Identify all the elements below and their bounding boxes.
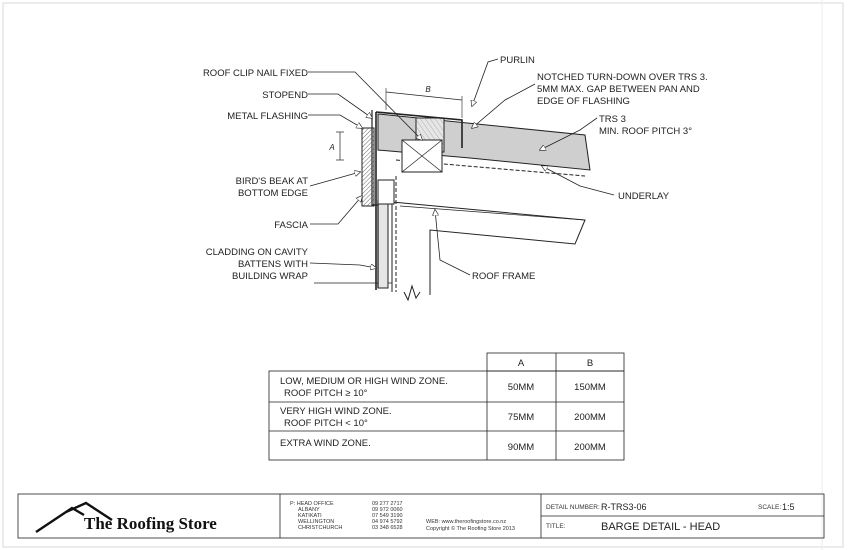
web-address: WEB: www.theroofingstore.co.nz <box>426 519 506 525</box>
scale-value: 1:5 <box>782 502 795 512</box>
table-header-b: B <box>587 358 593 369</box>
table-header-a: A <box>518 358 525 369</box>
table-row-1-line1: LOW, MEDIUM OR HIGH WIND ZONE. <box>280 376 448 387</box>
scale-label: SCALE: <box>758 504 781 511</box>
brand-name: The Roofing Store <box>84 514 217 533</box>
table-row-3-a: 90MM <box>508 442 534 453</box>
label-cladding-3: BUILDING WRAP <box>232 271 308 282</box>
birds-beak <box>377 179 395 205</box>
roof-frame <box>391 201 586 295</box>
label-birds-beak-2: BOTTOM EDGE <box>238 188 308 199</box>
office-2: KATIKATI <box>298 513 322 519</box>
table-row-2-line1: VERY HIGH WIND ZONE. <box>280 406 392 417</box>
copyright: Copyright © The Roofing Store 2013 <box>426 525 515 532</box>
roof-logo-icon <box>35 501 113 533</box>
label-purlin: PURLIN <box>500 55 535 66</box>
office-4: CHRISTCHURCH <box>298 525 342 531</box>
table-row-1-b: 150MM <box>574 382 606 393</box>
label-trs-1: TRS 3 <box>599 114 626 125</box>
table-row-2-b: 200MM <box>574 412 606 423</box>
label-stopend: STOPEND <box>262 90 308 101</box>
label-notched-3: EDGE OF FLASHING <box>537 96 630 107</box>
wind-zone-table: A B LOW, MEDIUM OR HIGH WIND ZONE. ROOF … <box>268 352 625 461</box>
table-row-3-line1: EXTRA WIND ZONE. <box>280 438 371 449</box>
cladding <box>377 199 389 289</box>
table-row-3-b: 200MM <box>574 442 606 453</box>
fascia <box>361 127 375 207</box>
label-cladding-1: CLADDING ON CAVITY <box>206 247 309 258</box>
label-notched-2: 5MM MAX. GAP BETWEEN PAN AND <box>537 84 700 95</box>
title-value: BARGE DETAIL - HEAD <box>601 521 720 533</box>
dim-b-line <box>385 91 463 101</box>
office-3: WELLINGTON <box>298 519 334 525</box>
phone-1: 09 972 0060 <box>372 507 403 513</box>
table-row-1-a: 50MM <box>508 382 534 393</box>
frame-break <box>403 284 421 302</box>
label-trs-2: MIN. ROOF PITCH 3° <box>599 126 692 137</box>
office-0: P: HEAD OFFICE <box>290 501 334 507</box>
label-birds-beak-1: BIRD'S BEAK AT <box>236 176 309 187</box>
roof-frame-inner <box>399 205 586 221</box>
label-roof-frame: ROOF FRAME <box>472 271 535 282</box>
leader-lines <box>308 58 615 276</box>
detail-number-label: DETAIL NUMBER: <box>546 504 600 511</box>
detail-number-value: R-TRS3-06 <box>601 502 647 512</box>
phone-4: 03 348 6528 <box>372 525 403 531</box>
metal-flashing <box>375 111 463 290</box>
label-underlay: UNDERLAY <box>618 191 670 202</box>
title-block: The Roofing Store P: HEAD OFFICE ALBANY … <box>17 493 825 539</box>
label-metal-flashing: METAL FLASHING <box>227 111 308 122</box>
label-notched-1: NOTCHED TURN-DOWN OVER TRS 3. <box>537 72 708 83</box>
label-cladding-2: BATTENS WITH <box>238 259 308 270</box>
phone-3: 04 974 5792 <box>372 519 403 525</box>
label-roof-clip: ROOF CLIP NAIL FIXED <box>203 68 308 79</box>
title-label: TITLE: <box>546 523 566 530</box>
phone-0: 09 277 2717 <box>372 501 403 507</box>
offices-list: P: HEAD OFFICE ALBANY KATIKATI WELLINGTO… <box>290 501 403 531</box>
phone-2: 07 549 3190 <box>372 513 403 519</box>
label-fascia: FASCIA <box>274 220 308 231</box>
table-row-1-line2: ROOF PITCH ≥ 10° <box>284 388 368 399</box>
barge-detail-drawing <box>314 88 591 302</box>
label-dim-a: A <box>328 143 334 152</box>
office-1: ALBANY <box>298 507 320 513</box>
table-row-2-line2: ROOF PITCH < 10° <box>284 418 368 429</box>
annotation-labels: ROOF CLIP NAIL FIXED STOPEND METAL FLASH… <box>203 55 708 282</box>
label-dim-b: B <box>425 85 431 94</box>
table-row-2-a: 75MM <box>508 412 534 423</box>
